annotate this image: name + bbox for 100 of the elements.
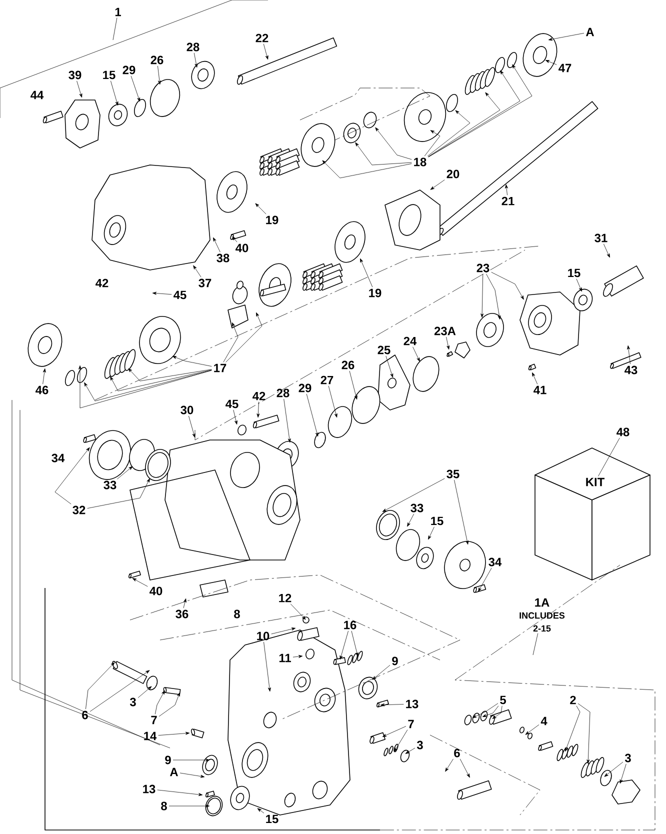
- callout-number: 46: [36, 386, 48, 394]
- callout-number: 27: [320, 376, 334, 384]
- callout-number: 21: [502, 196, 514, 206]
- callout-number: 8: [234, 610, 240, 618]
- leader-line: [157, 790, 203, 796]
- leader-line: [158, 732, 190, 736]
- leader-line: [428, 70, 520, 158]
- leader-line: [152, 292, 172, 295]
- leader-line: [405, 748, 416, 754]
- leader-line: [322, 160, 412, 178]
- leader-line: [407, 514, 414, 527]
- leader-line: [292, 654, 303, 658]
- leader-line: [233, 410, 238, 425]
- leader-line: [491, 272, 524, 300]
- leader-line: [328, 386, 338, 418]
- leader-line: [168, 804, 210, 808]
- leader-line: [604, 762, 624, 777]
- leader-line: [340, 630, 348, 660]
- callout-number: 42: [96, 278, 108, 288]
- callout-number: 6: [82, 710, 88, 720]
- leader-line: [372, 664, 390, 680]
- leader-line: [460, 758, 470, 778]
- callout-number: 34: [488, 558, 502, 566]
- leader-line: [532, 372, 538, 384]
- callout-number: 15: [568, 268, 580, 278]
- callout-number: 3: [130, 698, 136, 706]
- leader-line: [158, 692, 180, 717]
- leader-line: [394, 730, 408, 752]
- leader-line: [232, 236, 238, 242]
- leader-line: [110, 370, 212, 392]
- callout-number: 24: [404, 336, 417, 346]
- kit-box-label: KIT: [586, 478, 604, 486]
- callout-number: 13: [143, 784, 156, 794]
- leader-line: [271, 628, 296, 634]
- leader-line: [620, 764, 626, 784]
- callout-number: 23: [476, 264, 490, 272]
- callout-number: 9: [392, 656, 398, 666]
- callout-number: 40: [150, 586, 162, 596]
- leader-line: [223, 322, 238, 362]
- leader-line: [194, 52, 198, 68]
- leader-line: [180, 772, 205, 778]
- leader-line: [598, 438, 620, 476]
- leader-line: [154, 690, 165, 714]
- callout-number: A: [170, 768, 178, 776]
- leader-line: [380, 703, 404, 706]
- leader-line: [138, 686, 152, 698]
- leader-line: [382, 726, 406, 737]
- callout-number: 26: [150, 56, 164, 64]
- callout-number: 38: [216, 254, 230, 262]
- leader-line: [430, 180, 445, 190]
- leader-line: [76, 80, 82, 98]
- leader-line: [478, 568, 492, 592]
- leader-line: [548, 32, 584, 41]
- leader-line: [264, 642, 271, 692]
- callout-note: 1A INCLUDES 2-15: [520, 598, 565, 632]
- leader-line: [627, 345, 630, 364]
- callout-number: 19: [369, 288, 382, 298]
- leader-line: [565, 706, 580, 752]
- leader-line: [172, 356, 212, 367]
- callout-number: 29: [298, 384, 312, 392]
- leader-line: [116, 466, 133, 480]
- leader-line: [213, 237, 220, 252]
- leader-line: [284, 398, 291, 443]
- leader-line: [130, 76, 140, 102]
- leader-line: [257, 808, 264, 814]
- callout-number: 3: [624, 754, 631, 762]
- leader-line: [172, 758, 210, 762]
- leader-line: [428, 64, 532, 158]
- callout-number: 20: [446, 170, 460, 178]
- callout-number: 30: [180, 406, 194, 414]
- callout-number: 12: [279, 594, 292, 602]
- callout-number: 6: [454, 748, 460, 758]
- leader-line: [525, 724, 540, 735]
- callout-number: 10: [257, 632, 270, 640]
- callout-number: 23A: [434, 326, 456, 336]
- leader-line: [446, 336, 450, 350]
- leader-line: [454, 480, 469, 545]
- callout-number: 16: [344, 620, 356, 630]
- callout-number: 32: [72, 506, 86, 514]
- leader-line: [263, 44, 268, 60]
- leader-line: [128, 368, 212, 382]
- callout-number: 43: [624, 366, 638, 374]
- leader-line: [86, 662, 115, 710]
- leader-line: [349, 370, 358, 400]
- callout-number: 45: [174, 290, 186, 300]
- leader-line: [78, 365, 212, 408]
- leader-line: [255, 203, 266, 214]
- leader-line: [306, 394, 318, 437]
- leader-line: [42, 368, 46, 384]
- callout-number: 22: [256, 34, 268, 42]
- leader-line: [351, 630, 358, 657]
- leader-line: [427, 110, 470, 156]
- callout-number: 11: [279, 654, 291, 662]
- leader-line: [87, 478, 150, 509]
- leader-line: [183, 598, 186, 608]
- callout-number: 15: [431, 516, 444, 526]
- callout-number: 28: [186, 42, 200, 52]
- callout-number: 35: [446, 470, 460, 478]
- leader-line: [382, 478, 445, 512]
- leader-line: [505, 184, 508, 196]
